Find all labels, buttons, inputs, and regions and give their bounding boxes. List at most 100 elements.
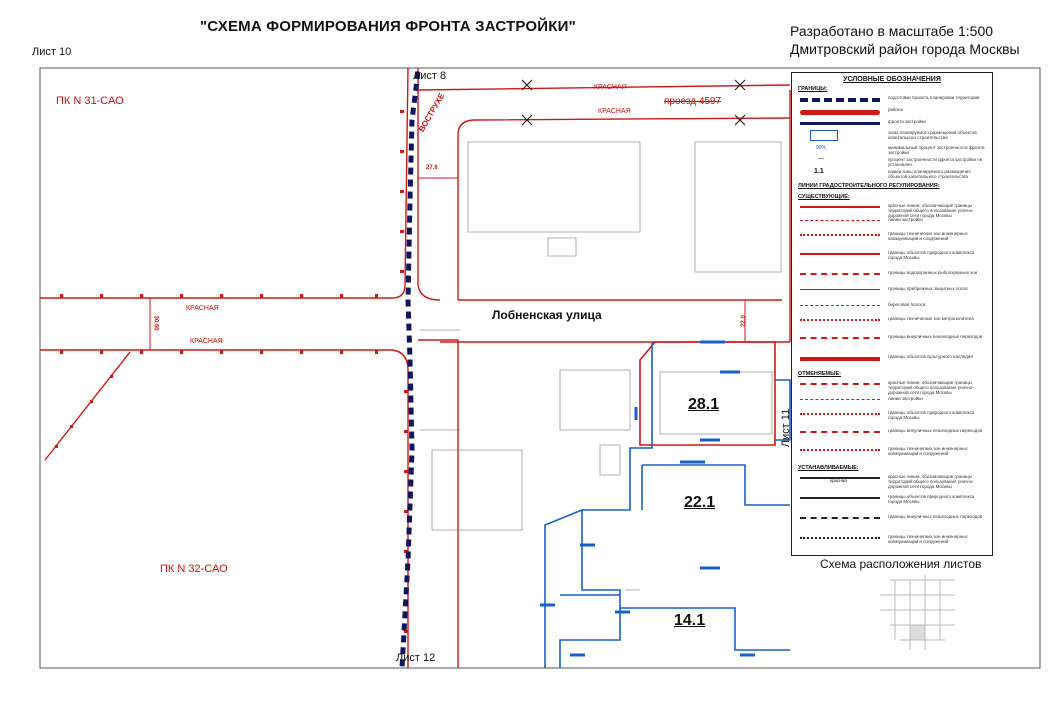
red-line <box>417 84 791 91</box>
cancelled-markers <box>521 79 746 126</box>
map-frame <box>39 67 1041 669</box>
red-symbol-label: красная <box>830 478 847 483</box>
legend-row: границы внеуличных пешеходных переходов <box>792 333 992 343</box>
zone-symbol <box>810 130 838 141</box>
legend-row: района <box>792 106 992 116</box>
established-red-symbol <box>800 477 880 479</box>
cancelled-tech-symbol <box>800 449 880 451</box>
red-lines <box>40 67 791 668</box>
scale-text: Разработано в масштабе 1:500 Дмитровский… <box>790 22 1020 58</box>
zone-28-1-outline <box>639 341 776 446</box>
underpass-symbol <box>800 337 880 339</box>
dash-symbol: — <box>818 156 824 162</box>
building <box>467 141 641 233</box>
red-line <box>40 349 409 668</box>
sheet-label-top[interactable]: Лист 8 <box>413 70 447 82</box>
legend-row: границы внеуличных пешеходных переходов <box>792 427 992 437</box>
legend-row: линии застройки <box>792 395 992 405</box>
label-pk-32: ПК N 32-САО <box>160 563 228 575</box>
label-proezd: проезд 4597 <box>664 96 722 107</box>
zone-number-14-1[interactable]: 14.1 <box>674 612 706 629</box>
metro-symbol <box>800 319 880 321</box>
legend-row: красная красные линии, обозначающие гран… <box>792 473 992 489</box>
building <box>559 369 631 431</box>
red-line-symbol <box>800 206 880 208</box>
building <box>599 444 621 476</box>
legend-row: границы технических зон инженерных комму… <box>792 230 992 241</box>
legend-row: границы прибрежных защитных полос <box>792 285 992 295</box>
legend-row: границы технических зон инженерных комму… <box>792 445 992 456</box>
label-dimension: 30.60 <box>152 315 159 331</box>
sheet-label-bottom[interactable]: Лист 12 <box>396 652 436 664</box>
num-symbol: 1.1 <box>814 168 824 175</box>
nature-symbol <box>800 253 880 255</box>
building <box>547 237 577 257</box>
water-zone-symbol <box>800 273 880 275</box>
legend-row: зоны планируемого размещения объектов ка… <box>792 129 992 141</box>
cancelled-nature-symbol <box>800 413 880 415</box>
cancelled-under-symbol <box>800 431 880 433</box>
legend-section: ОТМЕНЯЕМЫЕ: <box>798 371 841 377</box>
legend-row: границы водоохранных рыбоохранных зон <box>792 269 992 279</box>
zone-14-1-outline <box>620 607 790 651</box>
label-krasnaya: КРАСНАЯ <box>594 84 627 91</box>
coast-symbol <box>800 305 880 306</box>
district-line: Дмитровский район города Москвы <box>790 41 1020 57</box>
current-sheet-cell <box>909 624 926 641</box>
legend-row: границы объектов культурного наследия <box>792 353 992 363</box>
street-name: Лобненская улица <box>492 308 602 322</box>
legend-section: ЛИНИИ ГРАДОСТРОИТЕЛЬНОГО РЕГУЛИРОВАНИЯ: <box>798 183 940 189</box>
front-markers <box>540 340 755 657</box>
legend-row: границы внеуличных пешеходных переходов <box>792 513 992 523</box>
label-krasnaya: КРАСНАЯ <box>186 305 219 312</box>
legend-row: границы объектов природного комплекса го… <box>792 409 992 420</box>
dimension-lines <box>149 177 746 350</box>
label-dimension: 22.0 <box>740 315 747 327</box>
curb <box>420 329 640 591</box>
red-line <box>40 67 409 299</box>
pct-symbol: 90% <box>816 145 827 151</box>
legend-section: ГРАНИЦЫ: <box>798 86 828 92</box>
legend-row: фронта застройки <box>792 118 992 128</box>
tech-zone-symbol <box>800 234 880 236</box>
scale-line: Разработано в масштабе 1:500 <box>790 23 994 39</box>
district-boundary <box>399 71 421 669</box>
shore-symbol <box>800 289 880 290</box>
legend-row: границы объектов природного комплекса го… <box>792 249 992 260</box>
legend-row: линии застройки <box>792 216 992 226</box>
established-tech-symbol <box>800 537 880 539</box>
label-pk-31: ПК N 31-САО <box>56 95 124 107</box>
legend-row: 90% минимальный процент застроенности фр… <box>816 145 985 155</box>
legend-row: подготовки проекта планировки территории <box>792 94 992 104</box>
page-title: "СХЕМА ФОРМИРОВАНИЯ ФРОНТА ЗАСТРОЙКИ" <box>200 18 576 35</box>
building <box>431 449 523 531</box>
established-under-symbol <box>800 517 880 519</box>
district-boundary-symbol <box>800 98 880 102</box>
building <box>659 371 773 435</box>
build-line-symbol <box>800 220 880 221</box>
legend-row: красные линии, обозначающие границы терр… <box>792 202 992 218</box>
legend-row: 1.1 номер зоны планируемого размещения о… <box>814 168 971 179</box>
label-krasnaya: КРАСНАЯ <box>598 108 631 115</box>
legend-title: УСЛОВНЫЕ ОБОЗНАЧЕНИЯ <box>843 76 941 83</box>
cancelled-build-symbol <box>800 399 880 400</box>
culture-symbol <box>800 357 880 361</box>
legend-row: — процент застроенности фронта застройки… <box>818 156 983 167</box>
legend-row: границы объектов природного комплекса го… <box>792 493 992 504</box>
label-krasnaya: КРАСНАЯ <box>190 338 223 345</box>
blue-zone-lines <box>544 342 791 668</box>
legend-section: СУЩЕСТВУЮЩИЕ: <box>798 194 850 200</box>
zone-22-1-outline <box>559 342 653 668</box>
sheet-layout-title: Схема расположения листов <box>820 557 982 571</box>
front-symbol <box>800 122 880 125</box>
zone-number-28-1[interactable]: 28.1 <box>688 396 720 413</box>
zone-28-1-blue <box>775 379 791 441</box>
building <box>694 141 782 273</box>
zone-22-1-outline <box>642 464 790 506</box>
legend-row: береговая полоса <box>792 301 992 311</box>
legend-panel: УСЛОВНЫЕ ОБОЗНАЧЕНИЯ ГРАНИЦЫ: подготовки… <box>791 72 993 556</box>
legend-row: границы технических зон метрополитена <box>792 315 992 325</box>
zone-number-22-1[interactable]: 22.1 <box>684 494 716 511</box>
red-line <box>44 351 131 461</box>
